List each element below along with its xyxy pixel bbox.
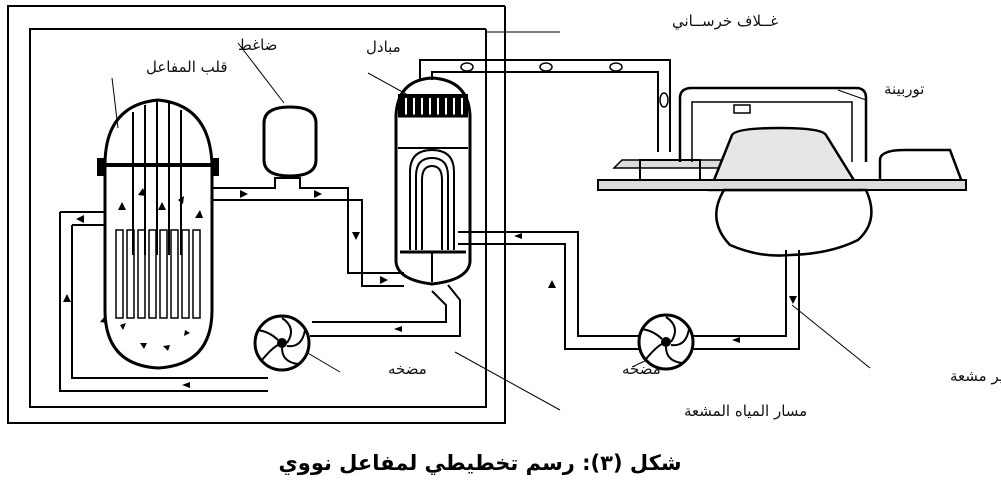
label-pump-secondary: مضخه [622, 360, 661, 378]
pump-secondary [631, 313, 695, 371]
label-exchanger: مبادل [366, 38, 401, 56]
heat-exchanger [367, 72, 472, 286]
primary-loop-pipes [59, 177, 461, 392]
label-pressurizer: ضاغط [238, 36, 277, 54]
turbine-assembly [597, 86, 967, 257]
leader-lines [111, 31, 871, 411]
flow-arrows [63, 190, 797, 388]
label-reactor-core: قلب المفاعل [146, 58, 228, 76]
label-nonradioactive-path: مسار المياه الغير مشعة [950, 367, 1001, 385]
steam-valves [460, 62, 669, 108]
label-pump-primary: مضخه [388, 360, 427, 378]
reactor-vessel [97, 98, 219, 370]
label-turbine: توربينة [884, 80, 924, 98]
label-concrete-shell: غــلاف خرســاني [672, 12, 778, 31]
concrete-shell [7, 5, 506, 424]
pump-primary [253, 314, 341, 373]
label-radioactive-path: مسار المياه المشعة [684, 402, 807, 420]
pressurizer [237, 42, 318, 178]
figure-caption: شكل (٣): رسم تخطيطي لمفاعل نووي [279, 451, 682, 476]
secondary-loop-pipes [419, 59, 800, 350]
